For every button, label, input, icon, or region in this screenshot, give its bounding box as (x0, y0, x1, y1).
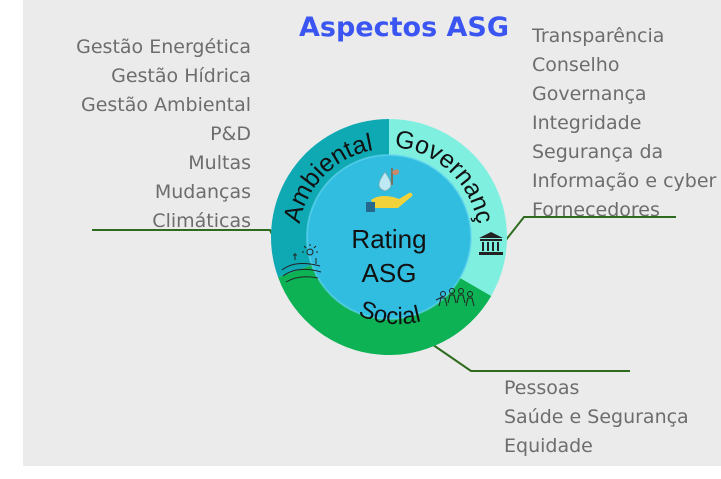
environmental-item: Gestão Hídrica (111, 65, 251, 87)
environmental-segment (270, 119, 389, 278)
environmental-item: Mudanças (154, 181, 251, 203)
environmental-items: Gestão Energética Gestão Hídrica Gestão … (76, 33, 251, 236)
environmental-item: Multas (188, 152, 251, 174)
governance-item: Segurança da (532, 141, 664, 163)
governance-connector (497, 216, 676, 251)
diagram-title: Aspectos ASG (299, 12, 510, 43)
building-icon (479, 232, 503, 255)
center-rim (306, 154, 472, 320)
center-disc (307, 155, 471, 319)
asg-wheel: Ambiental Governança Social Rating ASG (23, 0, 676, 372)
environmental-item: Climáticas (152, 210, 251, 232)
social-items: Pessoas Saúde e Segurança Equidade (504, 374, 689, 461)
governance-item: Informação e cyber (532, 170, 717, 192)
governance-items: Transparência Conselho Governança Integr… (532, 22, 716, 225)
diagram-canvas: Aspectos ASG Gestão Energética Gestão Hí… (23, 0, 721, 466)
landscape-icon (281, 244, 322, 283)
governance-item: Integridade (532, 112, 642, 134)
environmental-item: Gestão Ambiental (80, 94, 251, 116)
social-segment (278, 265, 492, 356)
rating-line1: Rating (351, 224, 426, 254)
governance-segment (389, 119, 507, 296)
governance-item: Conselho (532, 54, 620, 76)
social-item: Equidade (504, 435, 593, 457)
social-item: Pessoas (504, 377, 580, 399)
sustainability-hand-icon (366, 168, 413, 212)
social-item: Saúde e Segurança (504, 406, 689, 428)
governance-item: Fornecedores (532, 199, 660, 221)
environmental-item: P&D (210, 123, 251, 145)
environmental-item: Gestão Energética (76, 36, 251, 58)
environmental-connector (92, 229, 286, 263)
social-connector (422, 337, 630, 372)
rating-line2: ASG (362, 258, 417, 288)
governance-item: Governança (532, 83, 647, 105)
governance-item: Transparência (532, 25, 665, 47)
people-icon (435, 288, 475, 307)
